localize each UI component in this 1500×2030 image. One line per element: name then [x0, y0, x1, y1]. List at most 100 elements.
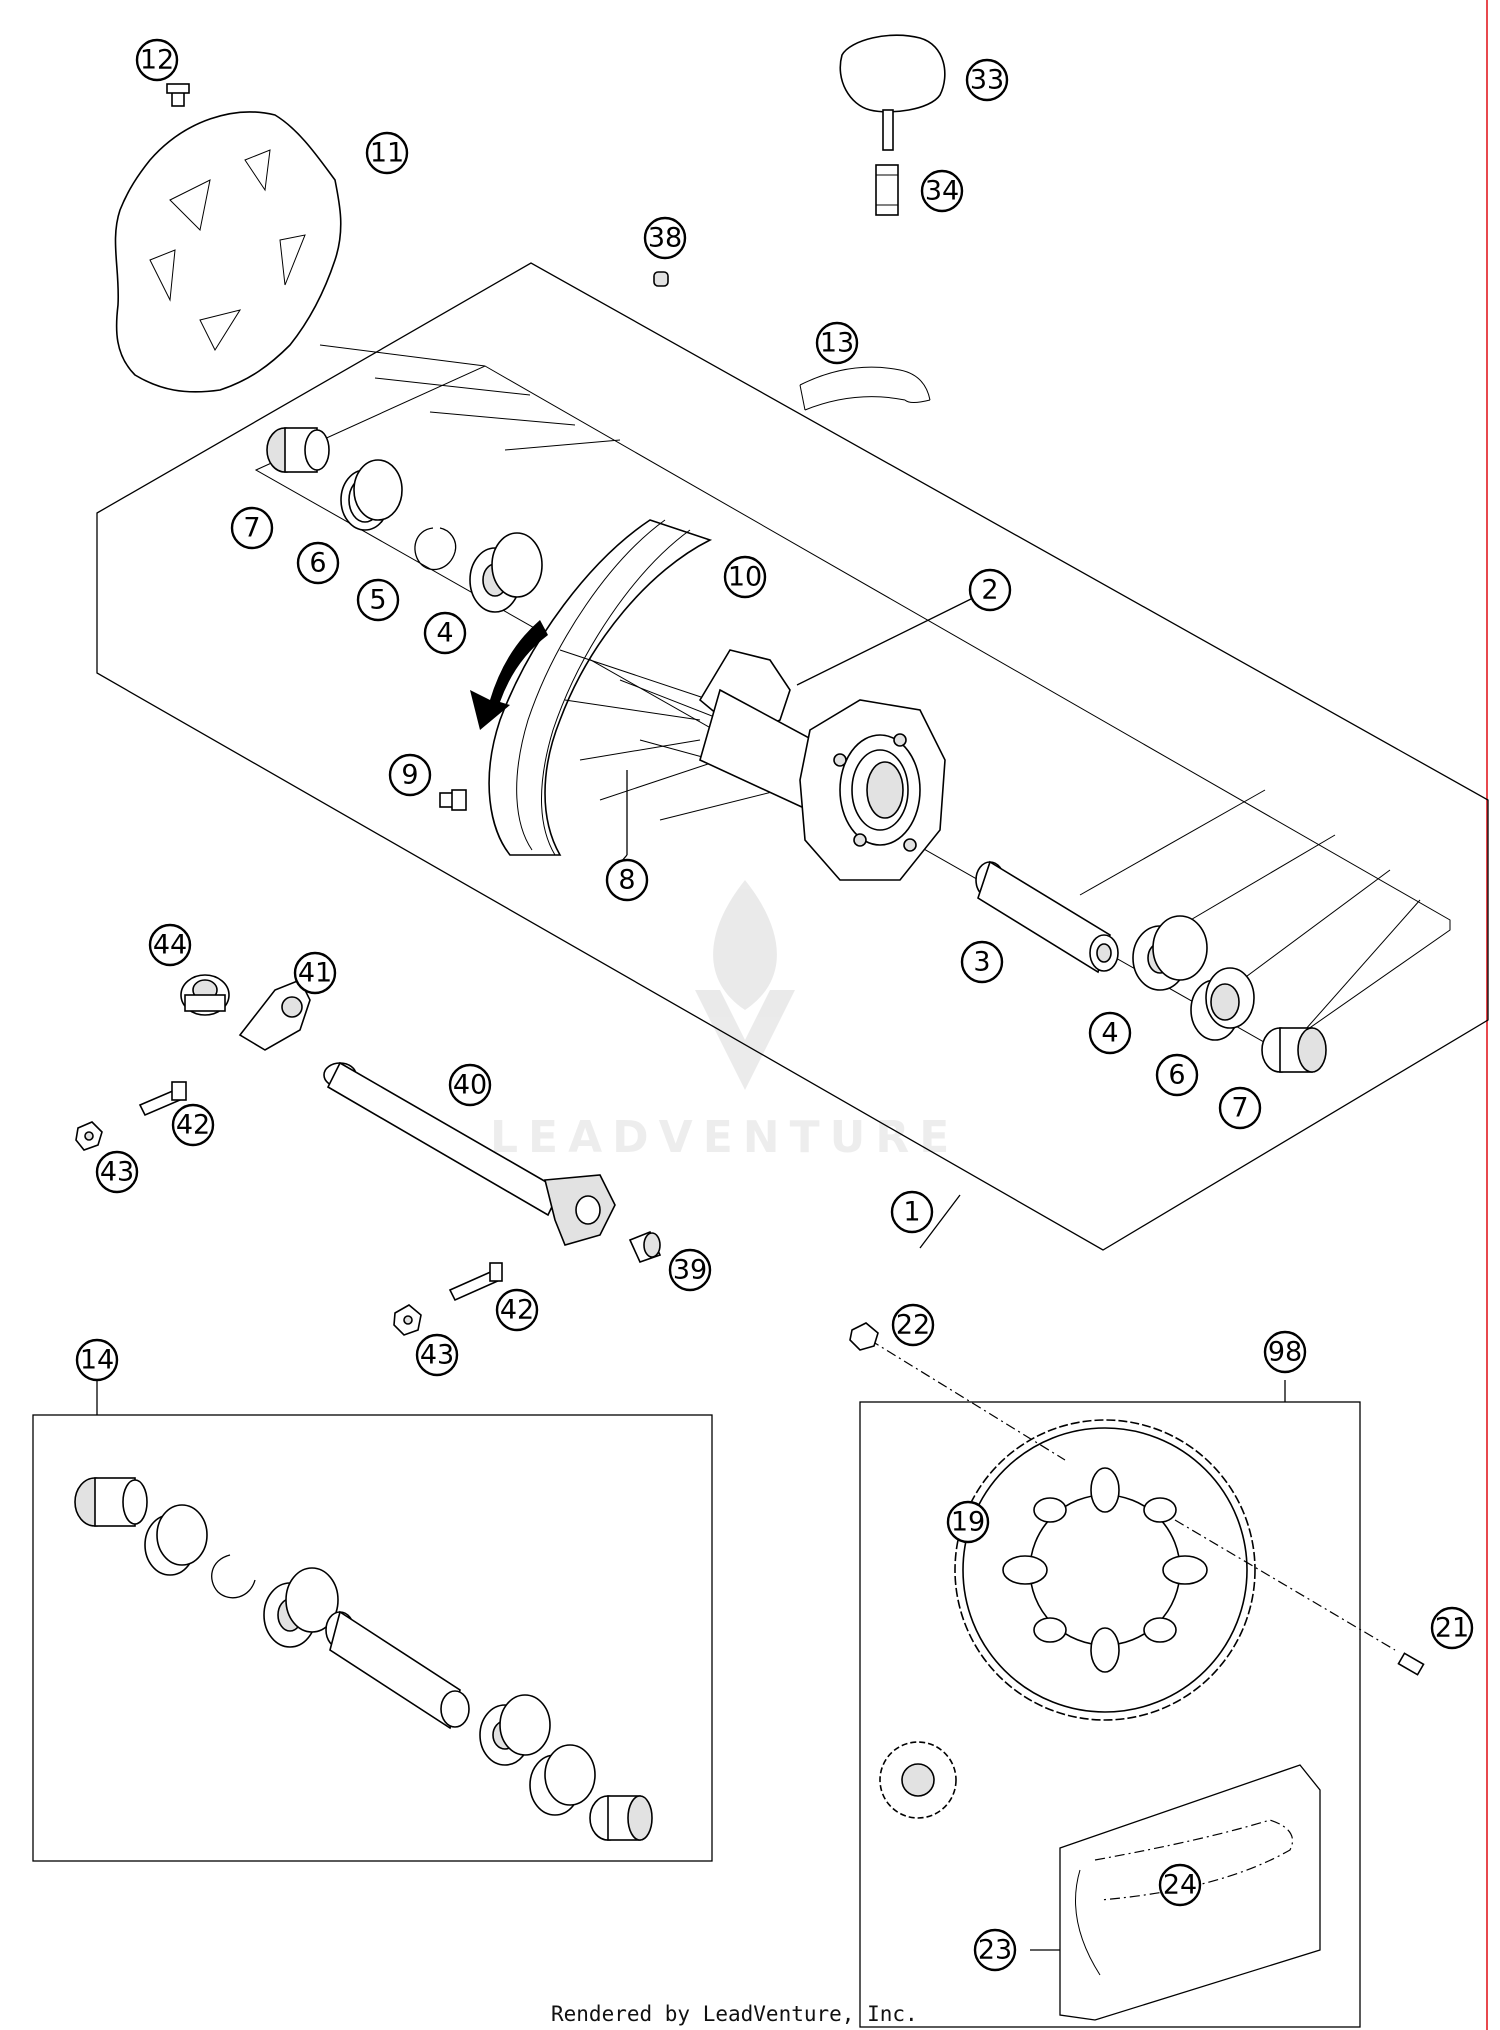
svg-text:4: 4 — [436, 618, 453, 649]
svg-text:6: 6 — [309, 548, 326, 579]
svg-text:10: 10 — [728, 562, 762, 593]
callout-4-right: 4 — [1088, 1011, 1132, 1055]
svg-text:14: 14 — [80, 1345, 114, 1376]
axle-part — [323, 1061, 616, 1246]
callout-42-upper: 42 — [171, 1103, 215, 1147]
svg-text:43: 43 — [420, 1340, 454, 1371]
svg-text:44: 44 — [153, 930, 187, 961]
svg-text:8: 8 — [618, 865, 635, 896]
callout-39: 39 — [668, 1248, 712, 1292]
callout-21: 21 — [1430, 1606, 1474, 1650]
callout-7-left: 7 — [230, 506, 274, 550]
svg-text:40: 40 — [453, 1070, 487, 1101]
svg-text:39: 39 — [673, 1255, 707, 1286]
callout-42-lower: 42 — [495, 1288, 539, 1332]
callout-6-left: 6 — [296, 541, 340, 585]
svg-text:21: 21 — [1435, 1613, 1469, 1644]
callout-2: 2 — [968, 568, 1012, 612]
svg-text:34: 34 — [925, 176, 959, 207]
callout-24: 24 — [1158, 1863, 1202, 1907]
svg-text:2: 2 — [981, 575, 998, 606]
rim-tape-part — [799, 366, 931, 411]
svg-text:9: 9 — [401, 760, 418, 791]
svg-text:42: 42 — [500, 1295, 534, 1326]
callout-98: 98 — [1263, 1330, 1307, 1374]
callout-12: 12 — [135, 38, 179, 82]
svg-text:1: 1 — [903, 1197, 920, 1228]
rim-lock-nut-part — [875, 164, 899, 216]
callout-33: 33 — [965, 58, 1009, 102]
spacer-left-part — [266, 427, 330, 473]
callout-1: 1 — [890, 1190, 934, 1234]
svg-text:33: 33 — [970, 65, 1004, 96]
svg-text:98: 98 — [1268, 1337, 1302, 1368]
adjuster-nut-part — [75, 1121, 103, 1151]
svg-text:11: 11 — [370, 138, 404, 169]
assembly-boundary-1 — [96, 262, 1489, 1251]
page-edge-rule — [1486, 0, 1488, 2030]
valve-cap-part — [653, 271, 669, 287]
callout-11: 11 — [365, 131, 409, 175]
callout-43-lower: 43 — [415, 1333, 459, 1377]
svg-text:7: 7 — [1231, 1093, 1248, 1124]
svg-text:23: 23 — [978, 1935, 1012, 1966]
adjuster-bolt-part — [138, 1081, 187, 1117]
callout-19: 19 — [946, 1500, 990, 1544]
svg-text:19: 19 — [951, 1507, 985, 1538]
callout-10: 10 — [723, 555, 767, 599]
callout-5: 5 — [356, 578, 400, 622]
callout-9: 9 — [388, 753, 432, 797]
svg-text:43: 43 — [100, 1157, 134, 1188]
distance-tube-part — [975, 860, 1119, 974]
seal-right-part — [1190, 967, 1255, 1041]
watermark-logo — [695, 880, 795, 1090]
svg-text:6: 6 — [1168, 1060, 1185, 1091]
callout-40: 40 — [448, 1063, 492, 1107]
callout-8: 8 — [605, 858, 649, 902]
svg-text:7: 7 — [243, 513, 260, 544]
callout-43-upper: 43 — [95, 1150, 139, 1194]
svg-text:42: 42 — [176, 1110, 210, 1141]
svg-text:4: 4 — [1101, 1018, 1118, 1049]
callout-6-right: 6 — [1155, 1053, 1199, 1097]
callout-13: 13 — [815, 321, 859, 365]
svg-text:41: 41 — [298, 958, 332, 989]
adjuster-bolt-lower-part — [448, 1262, 503, 1302]
axle-end-nut-part — [628, 1230, 662, 1263]
brake-disc-part — [114, 111, 342, 393]
rim-lock-part — [839, 34, 946, 151]
callout-4-left: 4 — [423, 611, 467, 655]
svg-text:3: 3 — [973, 947, 990, 978]
callout-14: 14 — [75, 1338, 119, 1382]
axle-nut-part — [180, 974, 230, 1016]
rim-part — [488, 519, 713, 856]
seal-left-part — [340, 459, 403, 531]
watermark: LEADVENTURE — [490, 1112, 960, 1163]
callout-23: 23 — [973, 1928, 1017, 1972]
adjuster-nut-lower-part — [393, 1304, 422, 1336]
svg-text:24: 24 — [1163, 1870, 1197, 1901]
spacer-right-part — [1261, 1027, 1327, 1073]
bearing-kit-box — [32, 1380, 713, 1862]
svg-text:38: 38 — [648, 223, 682, 254]
disc-bolt-part — [166, 83, 190, 107]
callout-3: 3 — [960, 940, 1004, 984]
sprocket-bolt-part — [1397, 1652, 1425, 1676]
svg-text:5: 5 — [369, 585, 386, 616]
callout-7-right: 7 — [1218, 1086, 1262, 1130]
spoke-nipple-part — [439, 789, 467, 811]
footer-credit: Rendered by LeadVenture, Inc. — [551, 2002, 918, 2026]
circlip-part — [414, 527, 457, 571]
svg-text:12: 12 — [140, 45, 174, 76]
bearing-left-part — [469, 532, 543, 613]
callout-34: 34 — [920, 169, 964, 213]
callout-22: 22 — [891, 1303, 935, 1347]
callout-38: 38 — [643, 216, 687, 260]
bearing-right-part — [1132, 915, 1208, 991]
callout-44: 44 — [148, 923, 192, 967]
hub-part — [698, 649, 946, 881]
direction-arrow — [470, 620, 548, 730]
svg-text:22: 22 — [896, 1310, 930, 1341]
svg-text:13: 13 — [820, 328, 854, 359]
